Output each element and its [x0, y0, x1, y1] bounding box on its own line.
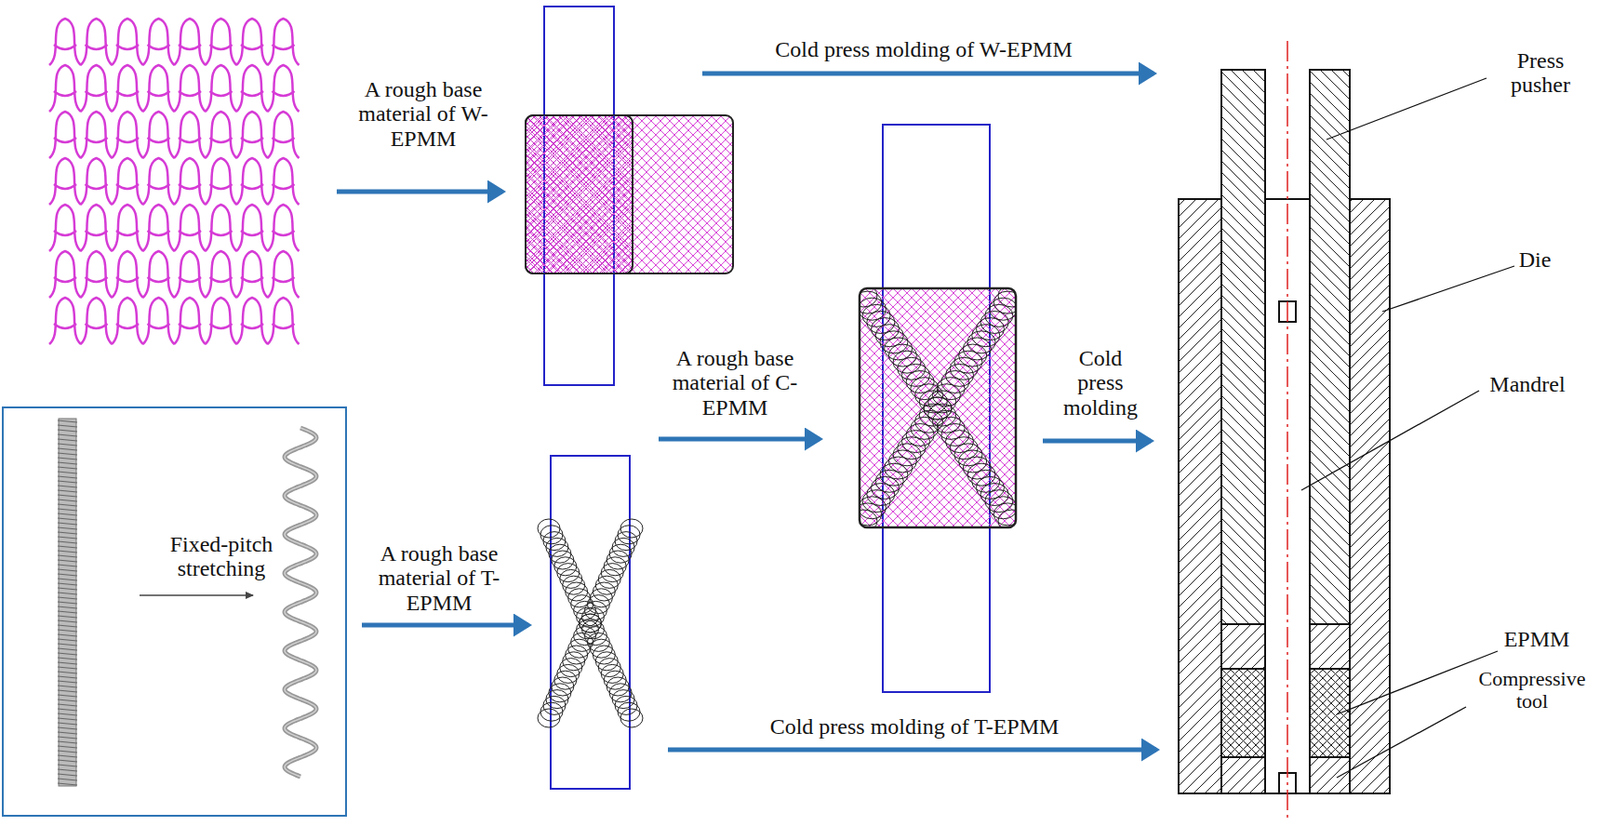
- arrow-label: A rough base material of T-EPMM: [364, 541, 514, 615]
- part-label: Mandrel: [1480, 372, 1574, 397]
- arrow-label: Cold press molding of T-EPMM: [709, 714, 1120, 739]
- step-label: Fixed-pitch stretching: [156, 532, 287, 582]
- arrow-label: A rough base material of W-EPMM: [348, 77, 498, 151]
- arrow-label: Cold press molding: [1057, 346, 1144, 420]
- part-label: Press pusher: [1495, 48, 1586, 98]
- part-label: Die: [1506, 247, 1563, 272]
- process-frame: Fixed-pitch stretching: [1, 406, 347, 817]
- part-label: EPMM: [1494, 626, 1579, 652]
- arrow-label: A rough base material of C-EPMM: [660, 346, 810, 420]
- arrow-label: Cold press molding of W-EPMM: [719, 37, 1129, 62]
- part-label: Compressive tool: [1469, 667, 1595, 713]
